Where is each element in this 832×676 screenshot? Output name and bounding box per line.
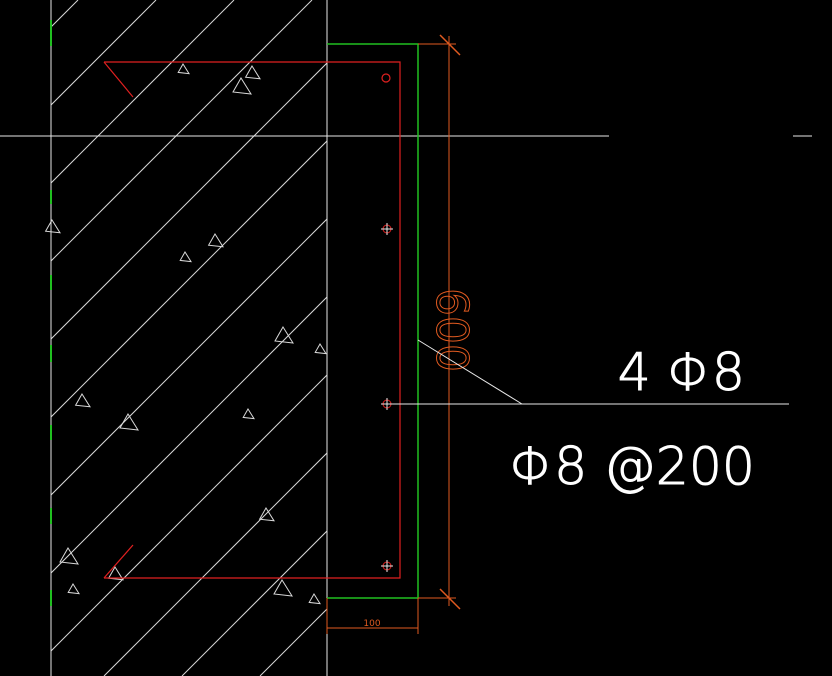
aggregate-triangle: [207, 233, 224, 248]
hatch-line: [572, 0, 832, 676]
aggregate-triangle: [107, 566, 124, 581]
concrete-aggregate-symbols: [44, 63, 327, 605]
rebar-annotation-top: 4 Φ8: [618, 343, 745, 403]
hatch-line: [51, 0, 313, 262]
stirrup-rebar: [104, 61, 401, 579]
hatch-line: [494, 0, 832, 676]
rebar-cross-1: [381, 223, 393, 235]
aggregate-triangle: [273, 579, 293, 597]
hatch-line: [806, 0, 832, 676]
hatch-line: [728, 0, 832, 676]
aggregate-triangle: [179, 251, 192, 263]
hatch-line: [51, 0, 235, 184]
aggregate-triangle: [258, 507, 275, 522]
dimension-height-label: 600: [426, 288, 477, 372]
dimension-width-label: 100: [363, 619, 380, 629]
aggregate-triangle: [308, 593, 321, 605]
stirrup-hook-top: [103, 61, 134, 98]
aggregate-triangle: [244, 65, 261, 80]
hatch-line: [259, 608, 327, 676]
aggregate-triangle: [59, 547, 79, 565]
rebar-annotation-bottom: Φ8 @200: [509, 437, 755, 497]
aggregate-triangle: [232, 77, 252, 95]
rebar-cross-3: [381, 560, 393, 572]
dimension-tick-top: [439, 34, 461, 56]
hatch-line: [51, 218, 327, 496]
hatch-line: [416, 0, 832, 676]
hatch-line: [181, 530, 327, 676]
stirrup-hook-bottom: [103, 544, 134, 579]
aggregate-triangle: [44, 219, 61, 234]
aggregate-triangle: [177, 63, 190, 75]
hatch-line: [338, 0, 832, 676]
dimension-tick-bottom: [439, 588, 461, 610]
aggregate-triangle: [74, 393, 91, 408]
hatch-line: [650, 0, 832, 676]
rebar-circle-top: [381, 73, 391, 83]
leader-line-diagonal: [417, 339, 523, 405]
hatch-line: [51, 0, 79, 28]
hatch-line: [51, 140, 327, 418]
hatch-line: [51, 296, 327, 574]
aggregate-triangle: [242, 408, 255, 420]
hatch-line: [51, 374, 327, 652]
hatch-line: [51, 62, 327, 340]
aggregate-triangle: [274, 326, 294, 344]
aggregate-triangle: [119, 413, 139, 431]
finish-outline-green: [327, 43, 419, 599]
aggregate-triangle: [67, 583, 80, 595]
aggregate-triangle: [314, 343, 327, 355]
hatch-line: [103, 452, 327, 676]
